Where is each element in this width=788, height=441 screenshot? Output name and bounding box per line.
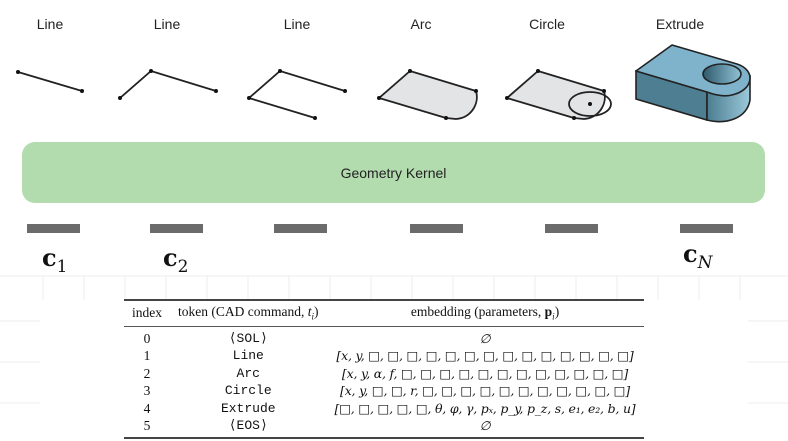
command-label-c2: c2 [163,243,188,277]
header-embedding-suffix: ) [554,304,560,319]
header-embedding: embedding (parameters, pi) [326,298,644,327]
row-embedding: [x, y, □, □, r, □, □, □, □, □, □, □, □, … [340,383,630,399]
step-label-circle: Circle [529,16,565,32]
command-token-5 [545,224,598,233]
circle-hole-sketch-icon [505,69,612,120]
row-index: 4 [143,400,151,416]
row-index: 5 [124,417,170,439]
row-embedding: ∅ [326,417,644,439]
command-token-3 [274,224,327,233]
three-line-sketch-icon [247,69,347,120]
command-token-2 [150,224,203,233]
step-label-line-2: Line [153,16,181,32]
row-token: ⟨SOL⟩ [228,330,268,346]
geometry-kernel-block: Geometry Kernel [22,142,765,203]
cad-command-table: index token (CAD command, ti) embedding … [124,298,644,439]
command-token-1 [27,224,80,233]
header-index: index [124,298,170,327]
table-row: 3 Circle [x, y, □, □, r, □, □, □, □, □, … [124,382,644,400]
table-row: 2 Arc [x, y, α, f, □, □, □, □, □, □, □, … [124,365,644,383]
table-row: 4 Extrude [□, □, □, □, □, θ, φ, γ, pₓ, p… [124,400,644,418]
command-label-c2-sub: 2 [177,257,189,277]
row-embedding: ∅ [479,330,491,346]
single-line-sketch-icon [16,70,84,93]
table-header-row: index token (CAD command, ti) embedding … [124,298,644,327]
arc-profile-sketch-icon [377,69,478,120]
geometry-kernel-label: Geometry Kernel [340,164,447,181]
row-index: 1 [143,348,151,364]
row-embedding: [□, □, □, □, □, θ, φ, γ, pₓ, p_y, p_z, s… [334,400,636,416]
header-token-sub: i [311,311,315,322]
row-embedding: [x, y, α, f, □, □, □, □, □, □, □, □, □, … [341,365,629,381]
row-index: 2 [143,365,151,381]
row-index: 0 [143,330,151,346]
extruded-solid-icon [635,44,751,123]
row-token: Extrude [220,400,276,416]
header-embedding-prefix: embedding (parameters, [410,304,545,319]
command-label-c1: c1 [42,243,67,277]
step-label-line-3: Line [283,16,311,32]
command-label-cn-sub: N [697,253,713,273]
table-row: 1 Line [x, y, □, □, □, □, □, □, □, □, □,… [124,347,644,365]
command-label-c1-base: c [42,243,57,272]
header-token: token (CAD command, ti) [170,298,327,327]
header-embedding-var: p [544,304,553,319]
command-label-c1-sub: 1 [56,257,68,277]
header-token-var: t [307,304,312,319]
command-token-4 [410,224,463,233]
command-token-n [680,224,733,233]
step-label-line-1: Line [36,16,64,32]
command-label-cn: cN [683,239,713,273]
row-token: Line [232,348,264,364]
row-token: Circle [224,383,272,399]
header-embedding-sub: i [552,311,555,322]
command-label-cn-base: c [683,239,698,268]
step-label-extrude: Extrude [655,16,705,32]
header-token-suffix: ) [314,304,319,319]
two-line-sketch-icon [118,69,218,100]
row-embedding: [x, y, □, □, □, □, □, □, □, □, □, □, □, … [336,348,634,364]
table-row: 0 ⟨SOL⟩ ∅ [124,326,644,347]
header-token-prefix: token (CAD command, [178,304,308,319]
row-token: Arc [236,365,260,381]
row-token: ⟨EOS⟩ [170,417,327,439]
background-grid [0,275,788,404]
step-label-arc: Arc [410,16,432,32]
command-label-c2-base: c [163,243,178,272]
table-row: 5 ⟨EOS⟩ ∅ [124,417,644,439]
row-index: 3 [143,383,151,399]
